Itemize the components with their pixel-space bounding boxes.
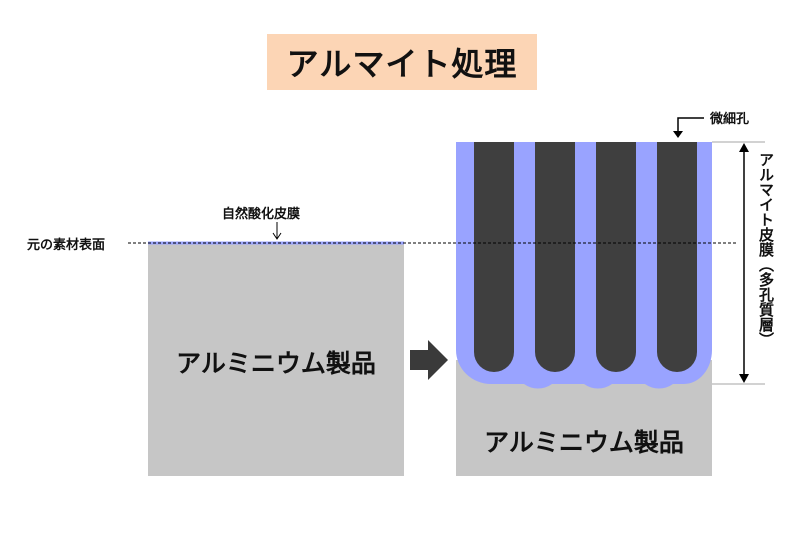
pore [596,142,636,372]
page-title: アルマイト処理 [286,45,518,83]
pore [535,142,575,372]
original-surface-label: 元の素材表面 [27,238,106,253]
film-thickness-top-arrow [739,143,749,152]
process-arrow [410,340,448,380]
micropore-pointer-head [673,131,683,138]
micropore-pointer-line [677,117,704,133]
natural-oxide-label: 自然酸化皮膜 [222,207,301,222]
title-box: アルマイト処理 [267,34,537,90]
film-thickness-bottom-arrow [739,374,749,383]
anodized-film [456,142,712,389]
micropore-label: 微細孔 [710,112,750,127]
aluminum-block-before [148,244,404,476]
pore [474,142,514,372]
product-after-label: アルミニウム製品 [484,428,684,457]
oxide-pointer-head [272,232,282,240]
product-before-label: アルミニウム製品 [176,349,376,378]
anodized-film-label: アルマイト皮膜（多孔質層） [757,152,775,347]
pore [657,142,697,372]
